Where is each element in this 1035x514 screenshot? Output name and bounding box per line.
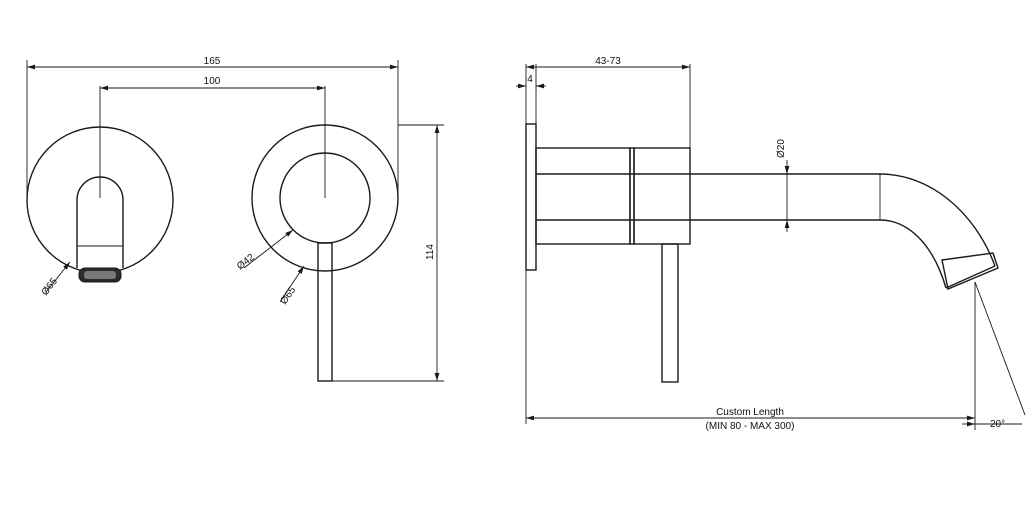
side-lever [661,243,679,383]
dimension-right-rosette-diameter: Ø65 [278,265,305,307]
spout-length-label: Custom Length [716,407,784,418]
spout-tube [76,200,124,268]
wall-flange [525,123,537,271]
dimension-4-label: 4 [527,74,533,85]
dimension-165-label: 165 [204,56,221,67]
mixer-body [535,147,631,245]
dimension-43-73-label: 43-73 [595,56,621,67]
dimension-spout-diameter: Ø20 [776,139,790,232]
dimension-flange-thickness: 4 [516,64,546,124]
cartridge-diameter-label: Ø42 [235,252,257,273]
spout-bend [879,173,996,267]
dimension-100-label: 100 [204,76,221,87]
dimension-height: 114 [332,124,444,382]
left-rosette-diameter-label: Ø65 [40,276,61,298]
dimension-left-rosette-diameter: Ø65 [40,261,71,298]
dimension-center-distance: 100 [100,76,325,91]
spout-outlet [941,252,999,290]
spout-diameter-label: Ø20 [776,139,787,158]
side-view [525,123,999,383]
dimension-outlet-angle: 20° [962,281,1026,430]
mixer-lever [317,242,333,382]
dimension-overall-width: 165 [26,56,399,198]
dimension-114-label: 114 [425,244,436,260]
dimension-spout-length: Custom Length (MIN 80 - MAX 300) [525,270,976,432]
mixer-sleeve [633,147,691,245]
outlet-angle-label: 20° [990,419,1005,430]
spout-length-range-label: (MIN 80 - MAX 300) [706,421,795,432]
dimension-cartridge-diameter: Ø42 [235,229,294,273]
dimension-wall-depth: 43-73 [526,56,691,148]
right-rosette-diameter-label: Ø65 [278,285,298,307]
